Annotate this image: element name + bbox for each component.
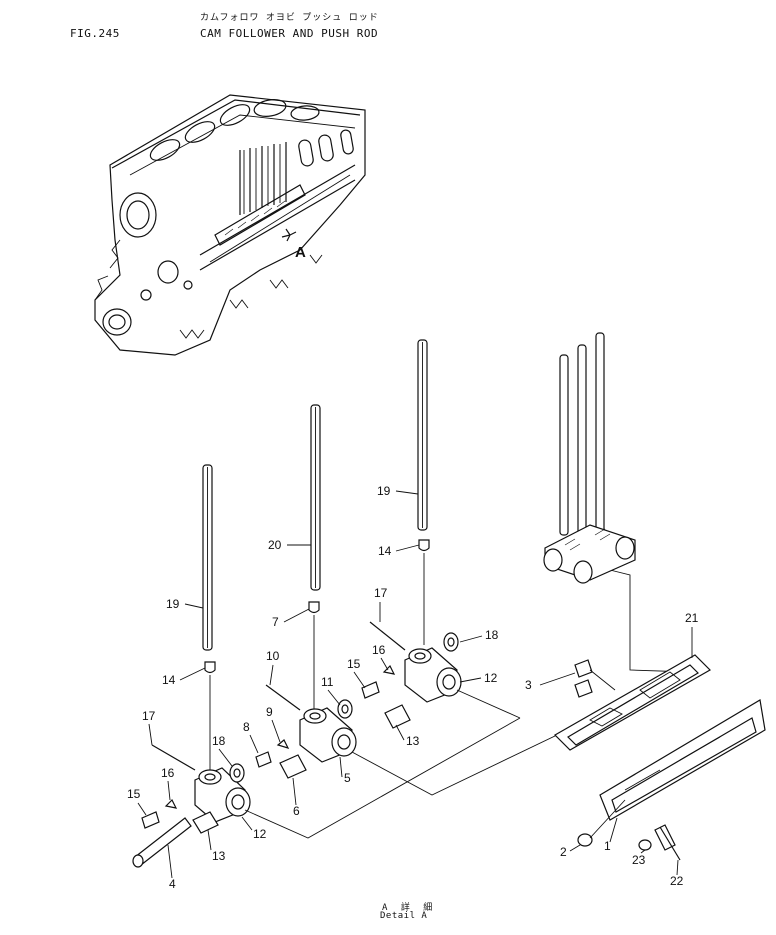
push-rod-19-left <box>202 464 213 651</box>
push-rod-20 <box>310 404 321 591</box>
callout-14-left: 14 <box>162 673 176 687</box>
callout-19-left: 19 <box>166 597 180 611</box>
washer-23 <box>638 839 652 851</box>
callout-18-left: 18 <box>212 734 226 748</box>
callout-15-left: 15 <box>127 787 141 801</box>
bolt-2 <box>577 799 626 847</box>
callout-10: 10 <box>266 649 280 663</box>
cap-14-right <box>418 539 430 645</box>
callout-18-right: 18 <box>485 628 499 642</box>
callout-20: 20 <box>268 538 282 552</box>
push-rod-19-right <box>417 339 428 531</box>
callout-13-right: 13 <box>406 734 420 748</box>
engine-block-illustration: A <box>94 94 366 356</box>
follower-assembly-middle <box>255 684 357 779</box>
bolt-22 <box>654 824 681 861</box>
callout-19-right: 19 <box>377 484 391 498</box>
callout-17-right: 17 <box>374 586 388 600</box>
follower-assembly-right <box>361 621 462 729</box>
callout-22: 22 <box>670 874 684 888</box>
callout-9: 9 <box>266 705 273 719</box>
callout-7: 7 <box>272 615 279 629</box>
figure-number: FIG.245 <box>70 27 120 40</box>
bolt-3 <box>574 659 616 698</box>
callout-4: 4 <box>169 877 176 891</box>
detail-caption-english: Detail A <box>380 911 428 921</box>
callout-21: 21 <box>685 611 699 625</box>
callout-8: 8 <box>243 720 250 734</box>
callout-3: 3 <box>525 678 532 692</box>
callout-23: 23 <box>632 853 646 867</box>
callout-12-right: 12 <box>484 671 498 685</box>
callout-16-left: 16 <box>161 766 175 780</box>
assembled-push-rods <box>543 332 636 584</box>
callout-11: 11 <box>321 675 334 689</box>
callout-13-left: 13 <box>212 849 226 863</box>
callout-labels: 19 20 19 14 7 14 17 10 15 16 18 11 12 3 … <box>127 484 699 891</box>
callout-17-left: 17 <box>142 709 156 723</box>
callout-16-right: 16 <box>372 643 386 657</box>
callout-12-left: 12 <box>253 827 267 841</box>
follower-assembly-left <box>132 744 251 868</box>
callout-14-right: 14 <box>378 544 392 558</box>
callout-1: 1 <box>604 839 611 853</box>
detail-a-marker: A <box>295 244 306 261</box>
gasket-21 <box>554 654 711 751</box>
cap-7 <box>308 601 320 710</box>
title-japanese: カムフォロワ オヨビ プッシュ ロッド <box>200 13 379 23</box>
callout-15-right: 15 <box>347 657 361 671</box>
cap-14-left <box>204 661 216 775</box>
callout-6: 6 <box>293 804 300 818</box>
detail-caption-japanese: A 詳 細 <box>382 903 437 913</box>
callout-2: 2 <box>560 845 567 859</box>
title-english: CAM FOLLOWER AND PUSH ROD <box>200 27 379 40</box>
side-cover-1 <box>599 699 766 821</box>
callout-5: 5 <box>344 771 351 785</box>
